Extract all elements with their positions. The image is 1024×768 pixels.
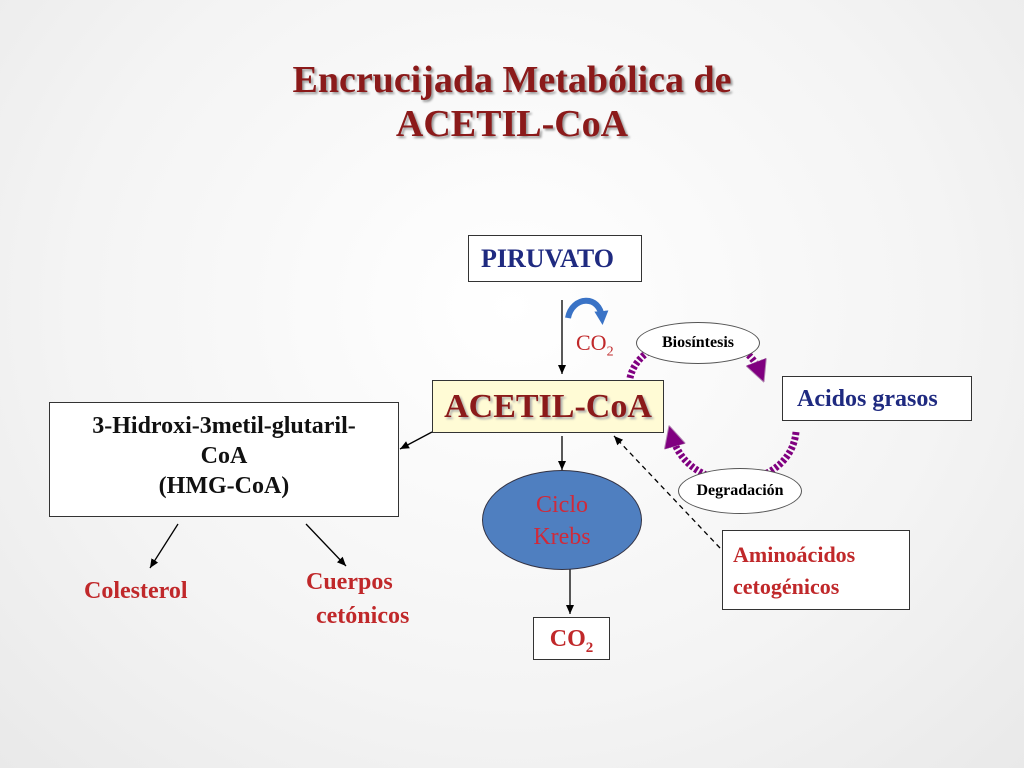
biosintesis-label: Biosíntesis — [661, 334, 734, 351]
biosintesis-arrow — [626, 333, 760, 378]
colesterol-label: Colesterol — [84, 578, 188, 604]
title-line-1: Encrucijada Metabólica de — [292, 59, 732, 101]
hmg-coa-box: 3-Hidroxi-3metil-glutaril- CoA (HMG-CoA) — [49, 402, 399, 517]
hmg-line-1: 3-Hidroxi-3metil-glutaril- — [92, 413, 356, 439]
co2-top-label: CO2 — [576, 330, 614, 360]
title-line-2: ACETIL-CoA — [395, 103, 629, 145]
acetil-coa-label: ACETIL-CoA — [444, 388, 652, 425]
arrow-acetil-to-hmg — [399, 431, 433, 450]
aminoacidos-box: Aminoácidos cetogénicos — [722, 530, 910, 610]
aminoacidos-line-2: cetogénicos — [733, 574, 840, 599]
ciclo-krebs-line-2: Krebs — [533, 524, 591, 550]
co2-bottom-box: CO2 — [533, 617, 610, 660]
arrow-hmg-to-colesterol — [149, 523, 179, 569]
co2-top-base: CO — [576, 330, 607, 355]
acidos-grasos-box: Acidos grasos — [782, 376, 972, 421]
acetil-coa-box: ACETIL-CoA — [432, 380, 664, 433]
ciclo-krebs-ellipse: Ciclo Krebs — [482, 470, 642, 570]
piruvato-label: PIRUVATO — [481, 244, 614, 273]
page-title: Encrucijada Metabólica de ACETIL-CoA — [0, 58, 1024, 146]
hmg-line-3: (HMG-CoA) — [158, 473, 290, 499]
piruvato-box: PIRUVATO — [468, 235, 642, 282]
degradacion-ellipse: Degradación — [678, 468, 802, 514]
arrow-aminoacidos-to-acetil — [613, 435, 721, 549]
acidos-grasos-label: Acidos grasos — [797, 386, 938, 412]
ciclo-krebs-line-1: Ciclo — [536, 492, 588, 518]
co2-bottom-base: CO — [549, 626, 586, 652]
co2-bottom-subscript: 2 — [585, 639, 594, 656]
arrow-hmg-to-cuerpos — [305, 523, 347, 567]
cuerpos-line-2: cetónicos — [316, 603, 410, 629]
cuerpos-cetonicos-label: Cuerpos cetónicos — [306, 565, 409, 633]
degradacion-label: Degradación — [696, 482, 784, 499]
aminoacidos-line-1: Aminoácidos — [733, 542, 856, 567]
cuerpos-line-1: Cuerpos — [306, 569, 393, 595]
hmg-line-2: CoA — [200, 443, 248, 469]
biosintesis-ellipse: Biosíntesis — [636, 322, 760, 364]
co2-release-curl-arrow — [565, 297, 609, 325]
co2-top-subscript: 2 — [606, 344, 614, 360]
